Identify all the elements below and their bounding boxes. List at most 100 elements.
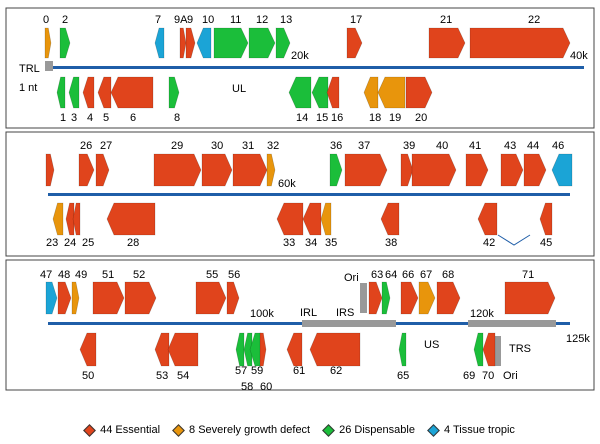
- gene-arrow: [65, 202, 75, 236]
- gene-arrow: [232, 153, 268, 187]
- splice-connector: [497, 234, 531, 246]
- gene-label: 36: [330, 140, 342, 152]
- gene-arrow: [82, 76, 95, 109]
- gene-arrow: [500, 153, 524, 187]
- gene-arrow: [400, 153, 414, 187]
- panel-frame: [5, 259, 595, 391]
- gene-arrow: [167, 332, 199, 367]
- gene-label: 35: [325, 237, 337, 249]
- gene-label: 13: [280, 14, 292, 26]
- gene-label: 22: [528, 14, 540, 26]
- gene-arrow: [266, 153, 276, 187]
- gene-label: 58: [241, 381, 253, 393]
- gene-arrow: [344, 153, 388, 187]
- gene-label: 7: [155, 14, 161, 26]
- gene-label: 64: [385, 269, 397, 281]
- gene-label: 44: [527, 140, 539, 152]
- gene-arrow: [309, 332, 361, 367]
- gene-label: 1: [60, 112, 66, 124]
- gene-arrow: [79, 332, 97, 367]
- genome-backbone: [48, 193, 570, 196]
- gene-label: 34: [305, 237, 317, 249]
- gene-arrow: [68, 76, 80, 109]
- gene-arrow: [400, 281, 419, 315]
- gene-label: 9A: [174, 14, 188, 26]
- gene-arrow: [92, 281, 125, 315]
- gene-label: 33: [283, 237, 295, 249]
- gene-arrow: [248, 27, 276, 59]
- gene-arrow: [259, 332, 267, 367]
- gene-label: 11: [230, 14, 241, 26]
- panel-frame: [5, 131, 595, 257]
- tick-label: 100k: [250, 308, 274, 320]
- gene-label: 23: [46, 237, 58, 249]
- gene-label: 19: [389, 112, 401, 124]
- gene-arrow: [477, 202, 498, 236]
- gene-arrow: [72, 202, 81, 236]
- legend-label: 26 Dispensable: [339, 424, 415, 436]
- gene-arrow: [482, 332, 496, 367]
- gene-label: 51: [102, 269, 114, 281]
- gene-label: 43: [504, 140, 516, 152]
- gene-arrow: [59, 27, 71, 59]
- origin-block: [360, 283, 367, 313]
- gene-label: 21: [440, 14, 452, 26]
- gene-arrow: [329, 153, 343, 187]
- panel-frame: [5, 7, 595, 129]
- gene-label: 38: [385, 237, 397, 249]
- gene-arrow: [78, 153, 95, 187]
- legend-item-tropic: 4 Tissue tropic: [427, 423, 515, 437]
- gene-arrow: [523, 153, 547, 187]
- gene-label: 14: [296, 112, 308, 124]
- legend-label: 44 Essential: [100, 424, 161, 436]
- gene-arrow: [436, 281, 461, 315]
- gene-arrow: [320, 202, 332, 236]
- diamond-icon: [322, 423, 335, 437]
- gene-label: 10: [202, 14, 214, 26]
- tick-label: 20k: [291, 50, 309, 62]
- gene-arrow: [95, 153, 110, 187]
- gene-label: 27: [100, 140, 112, 152]
- gene-arrow: [377, 76, 406, 109]
- legend-label: 4 Tissue tropic: [443, 424, 515, 436]
- gene-label: 65: [397, 370, 409, 382]
- gene-label: 61: [293, 365, 305, 377]
- terminal-repeat-block: [45, 61, 53, 71]
- gene-label: 56: [228, 269, 240, 281]
- gene-arrow: [168, 76, 180, 109]
- diamond-icon: [427, 423, 440, 437]
- gene-label: 59: [251, 365, 263, 377]
- gene-label: 40: [436, 140, 448, 152]
- region-label-irs: IRS: [336, 307, 354, 319]
- genome-backbone: [48, 66, 584, 69]
- tick-label: 125k: [566, 333, 590, 345]
- repeat-region-trs: [468, 320, 556, 327]
- gene-label: 67: [420, 269, 432, 281]
- gene-arrow: [235, 332, 245, 367]
- gene-label: 41: [469, 140, 481, 152]
- nucleotide-label: 1 nt: [19, 82, 37, 94]
- gene-arrow: [45, 281, 58, 315]
- gene-arrow: [154, 332, 170, 367]
- gene-arrow: [153, 153, 202, 187]
- gene-arrow: [57, 281, 72, 315]
- gene-arrow: [97, 76, 112, 109]
- gene-arrow: [185, 27, 196, 59]
- gene-label: 32: [267, 140, 279, 152]
- gene-arrow: [275, 27, 291, 59]
- legend-item-dispensable: 26 Dispensable: [322, 423, 415, 437]
- gene-label: 31: [242, 140, 254, 152]
- gene-arrow: [346, 27, 363, 59]
- gene-arrow: [154, 27, 165, 59]
- gene-arrow: [428, 27, 466, 59]
- region-label-trl: TRL: [19, 63, 40, 75]
- legend: 44 Essential 8 Severely growth defect 26…: [0, 423, 600, 437]
- region-label-irl: IRL: [300, 307, 317, 319]
- region-label-us: US: [424, 339, 439, 351]
- gene-arrow: [110, 76, 154, 109]
- tick-label: 120k: [470, 308, 494, 320]
- gene-label: 55: [206, 269, 218, 281]
- gene-arrow: [539, 202, 553, 236]
- gene-label: 47: [40, 269, 52, 281]
